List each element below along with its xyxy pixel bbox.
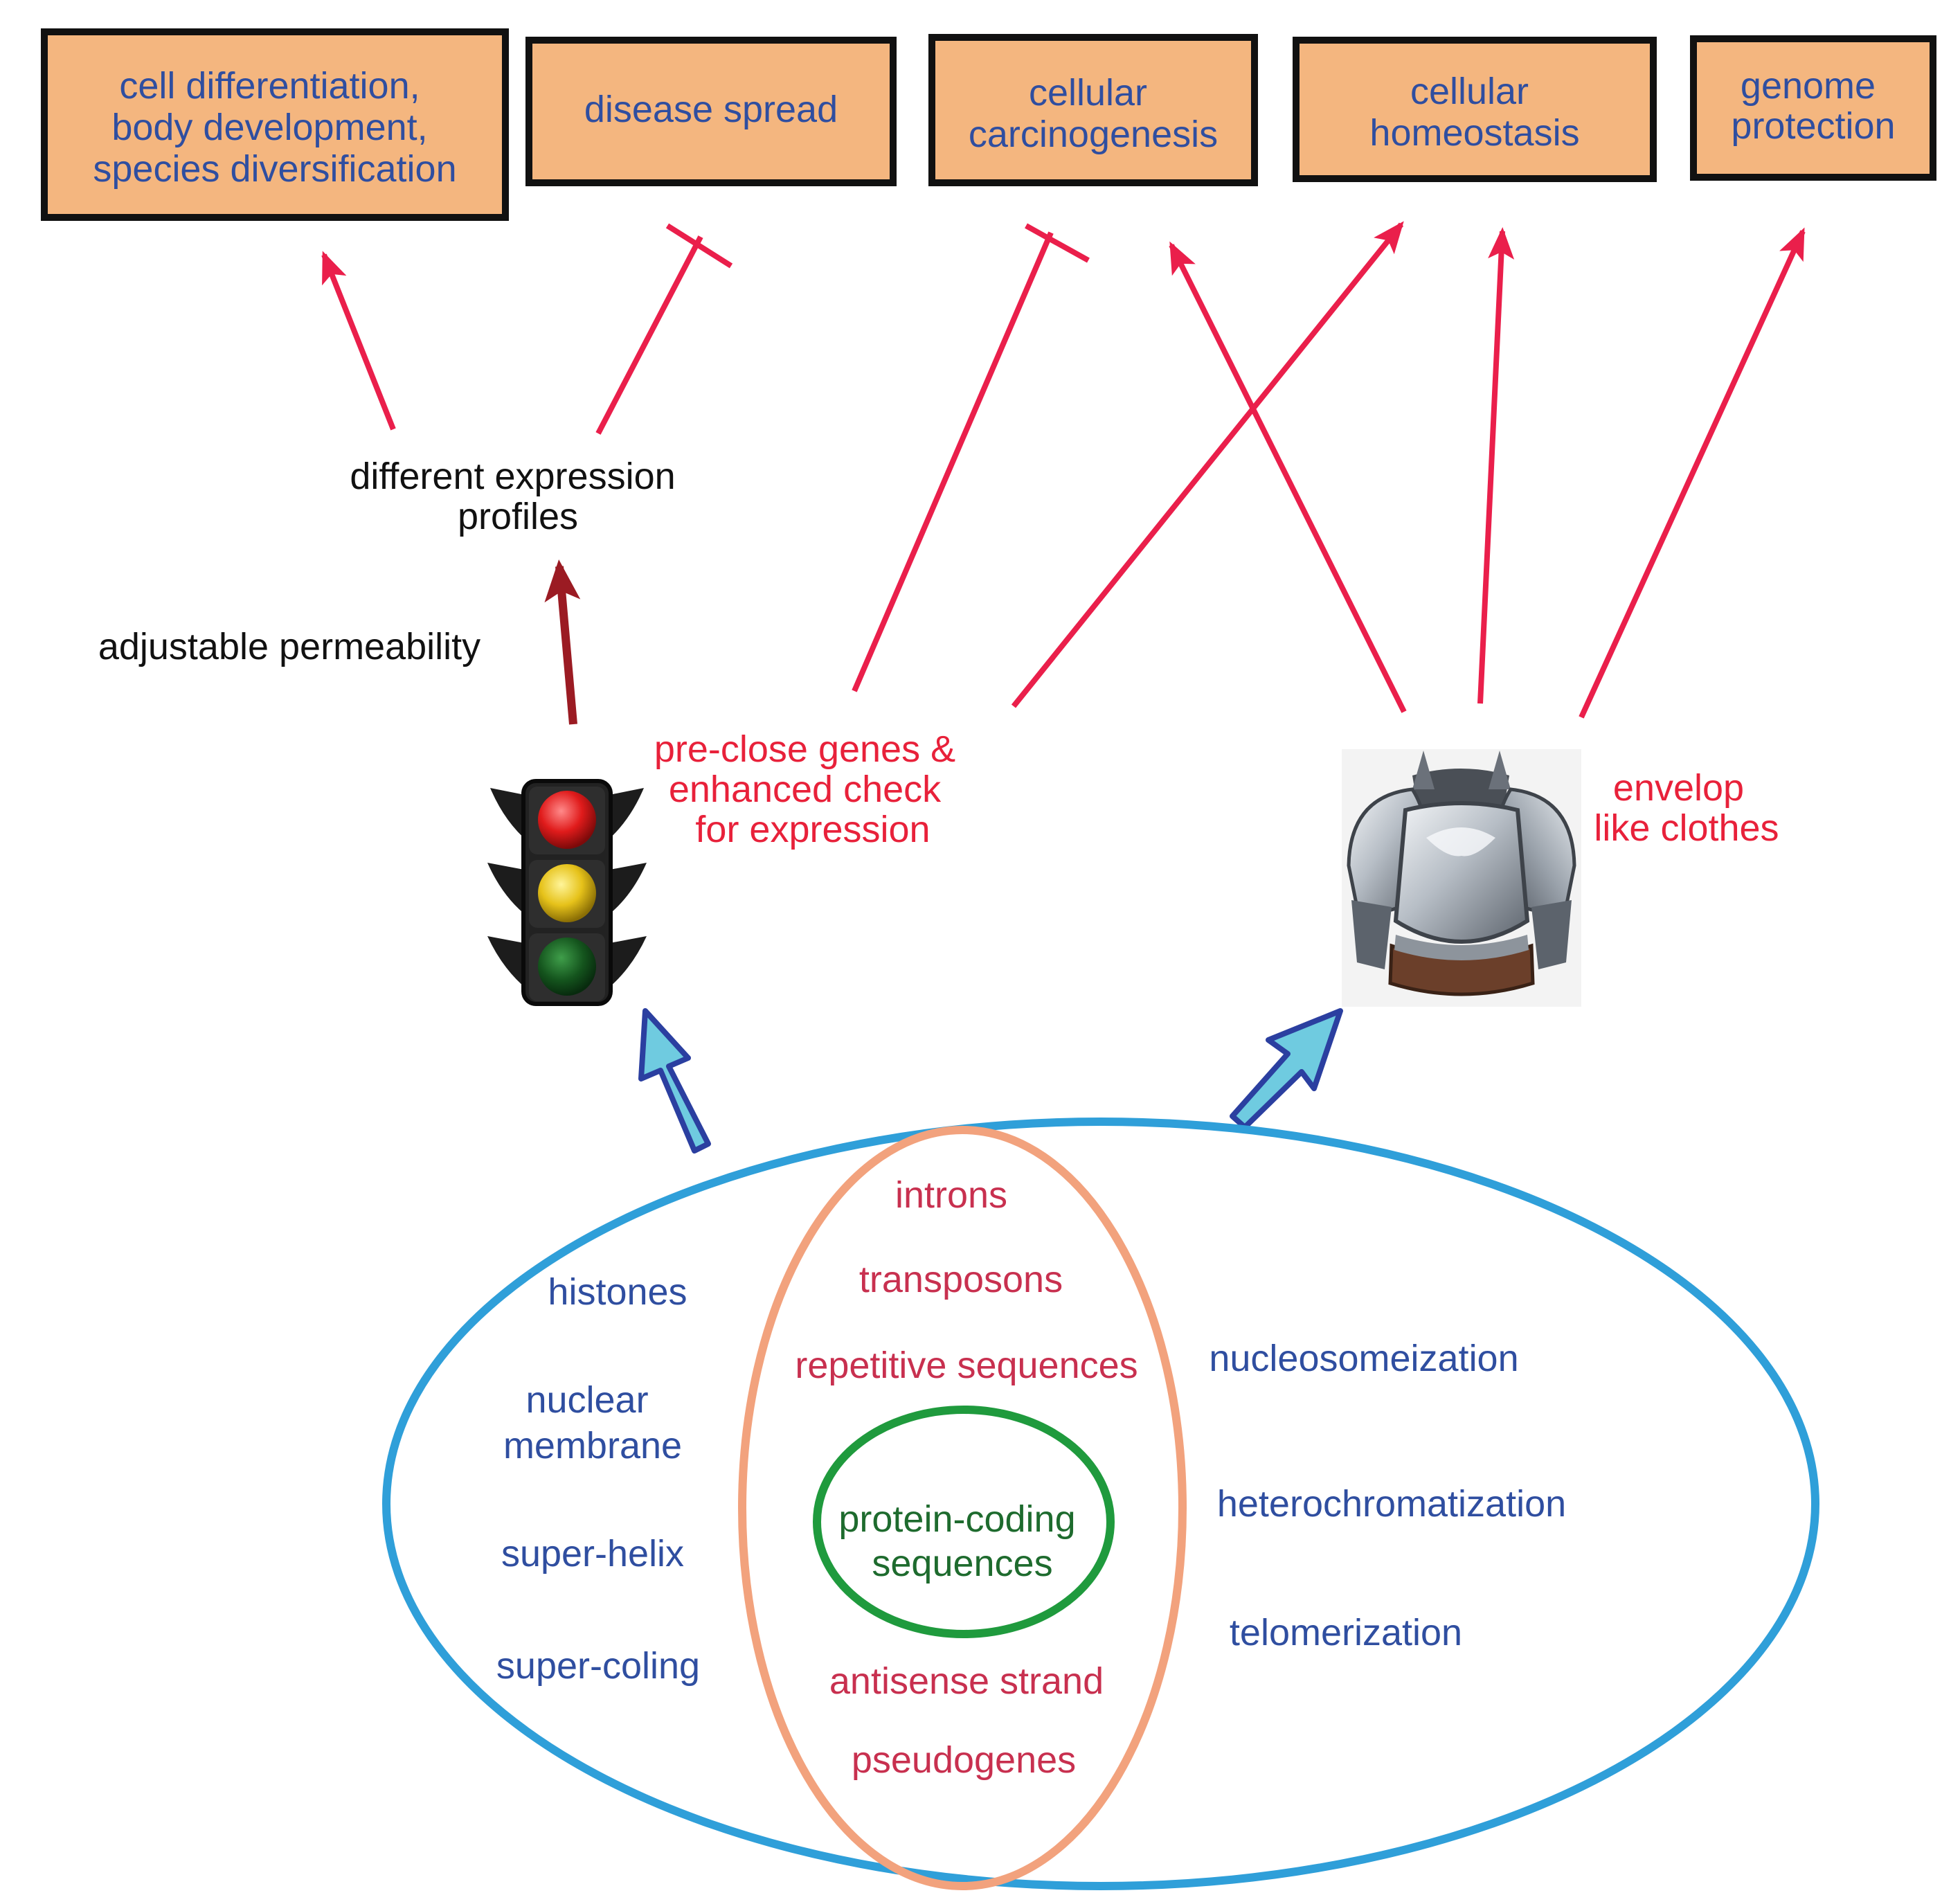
traffic-light-caption-line: enhanced check (669, 769, 942, 810)
outcome-box-carcinogenesis: cellular carcinogenesis (928, 34, 1258, 186)
box-text-line: body development, (111, 107, 427, 148)
armor-caption-line: like clothes (1594, 807, 1779, 849)
expression-profiles-line: profiles (458, 496, 578, 537)
svg-text:cellular homeostasis: cellular homeostasis (1369, 71, 1579, 154)
outer-left-item: super-helix (501, 1533, 684, 1574)
outer-left-item: nuclear (525, 1379, 648, 1421)
outcome-box-differentiation: cell differentiation, body development, … (41, 28, 509, 221)
box-text-line: protection (1731, 105, 1895, 147)
outer-left-item: histones (548, 1271, 687, 1313)
outcome-box-genome-protection: genome protection (1690, 35, 1936, 181)
arrow-profiles-to-differentiation (321, 251, 396, 431)
outer-left-item: super-coling (496, 1645, 700, 1687)
outer-left-item: membrane (503, 1425, 682, 1466)
arrow-armor-to-carcinogenesis (1169, 241, 1407, 713)
traffic-light-caption-line: for expression (695, 809, 930, 850)
svg-text:genome protection: genome protection (1731, 65, 1895, 147)
expression-profiles-line: different expression (350, 456, 675, 497)
box-text-line: species diversification (93, 148, 456, 190)
box-text-line: disease spread (584, 89, 838, 130)
arrow-armor-to-genome-protection (1579, 227, 1806, 719)
middle-ring-item: pseudogenes (852, 1739, 1076, 1781)
arrow-armor-to-homeostasis (1477, 227, 1515, 704)
inner-core-line: sequences (872, 1543, 1052, 1584)
box-text-line: genome (1741, 65, 1876, 107)
outer-right-item: nucleosomeization (1209, 1338, 1518, 1379)
box-text-line: homeostasis (1369, 112, 1579, 154)
middle-ring-item: antisense strand (829, 1660, 1104, 1702)
outcome-box-disease-spread: disease spread (525, 37, 897, 186)
outer-right-item: heterochromatization (1217, 1483, 1566, 1525)
armor-icon (1342, 749, 1581, 1007)
armor-caption: envelop like clothes (1594, 767, 1779, 849)
arrow-light-to-homeostasis (1011, 221, 1404, 708)
armor-caption-line: envelop (1613, 767, 1744, 809)
inner-core-label: protein-coding sequences (838, 1498, 1086, 1584)
inner-core-line: protein-coding (838, 1498, 1075, 1540)
traffic-light-caption: pre-close genes & enhanced check for exp… (654, 728, 966, 850)
traffic-light-icon (487, 779, 647, 1006)
middle-ring-item: introns (895, 1174, 1007, 1216)
inhibit-bar-carcinogenesis (1025, 223, 1090, 263)
box-text-line: cellular (1410, 71, 1529, 112)
inhibit-profiles-to-disease-spread (595, 235, 703, 435)
svg-text:cell differentiation, bo: cell differentiation, body development, … (93, 65, 456, 190)
blue-arrow-to-armor (1230, 1008, 1343, 1130)
adjustable-permeability-label: adjustable permeability (98, 626, 480, 667)
box-text-line: cell differentiation, (119, 65, 420, 107)
middle-ring-item: transposons (859, 1259, 1063, 1300)
outcome-box-homeostasis: cellular homeostasis (1293, 37, 1657, 182)
box-text-line: carcinogenesis (969, 114, 1218, 155)
svg-text:disease spread: disease spread (584, 89, 838, 130)
outer-right-item: telomerization (1230, 1612, 1462, 1653)
expression-profiles-label: different expression profiles (350, 456, 685, 537)
box-text-line: cellular (1029, 72, 1147, 114)
blue-arrow-to-traffic-light (638, 1008, 711, 1154)
inhibit-bar-disease-spread (665, 223, 733, 269)
outer-ellipse (382, 1118, 1819, 1890)
middle-ellipse (738, 1126, 1187, 1890)
inhibit-light-to-carcinogenesis (852, 231, 1054, 692)
arrow-permeability-to-profiles (544, 559, 581, 725)
svg-text:cellular carcinogenesis: cellular carcinogenesis (969, 72, 1218, 155)
middle-ring-item: repetitive sequences (795, 1345, 1138, 1386)
traffic-light-caption-line: pre-close genes & (654, 728, 955, 770)
inner-ellipse (813, 1406, 1115, 1638)
